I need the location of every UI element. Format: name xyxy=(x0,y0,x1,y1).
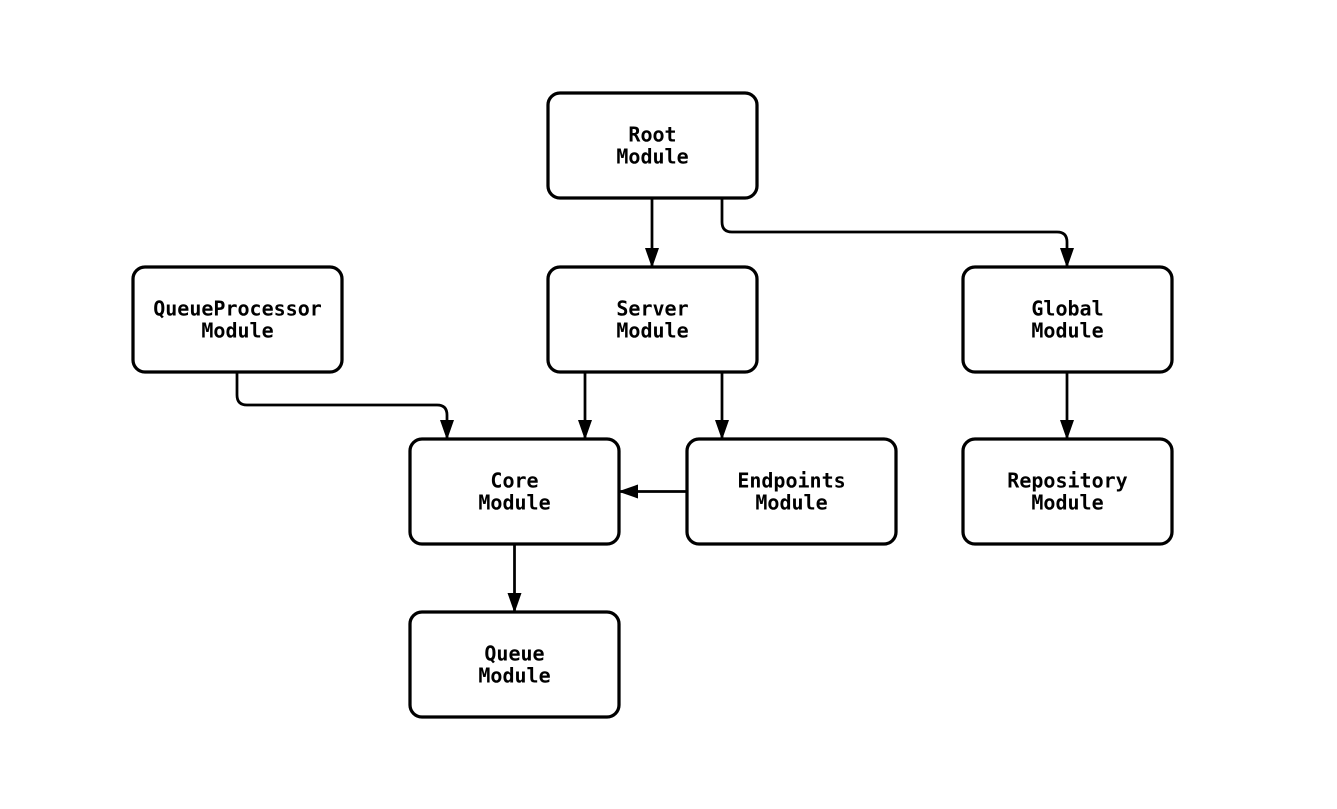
node-box-repository-module xyxy=(961,437,1174,546)
edge-root-module-to-global-module xyxy=(720,198,1074,268)
node-box-core-module xyxy=(408,437,621,546)
node-box-endpoints-module xyxy=(685,437,898,546)
node-box-global-module xyxy=(961,265,1174,374)
edge-queueprocessor-module-to-core-module xyxy=(235,372,454,440)
edges-layer xyxy=(235,198,1074,613)
node-box-queueprocessor-module xyxy=(131,265,344,374)
node-box-queue-module xyxy=(408,610,621,719)
node-box-server-module xyxy=(546,265,759,374)
node-box-root-module xyxy=(546,91,759,200)
